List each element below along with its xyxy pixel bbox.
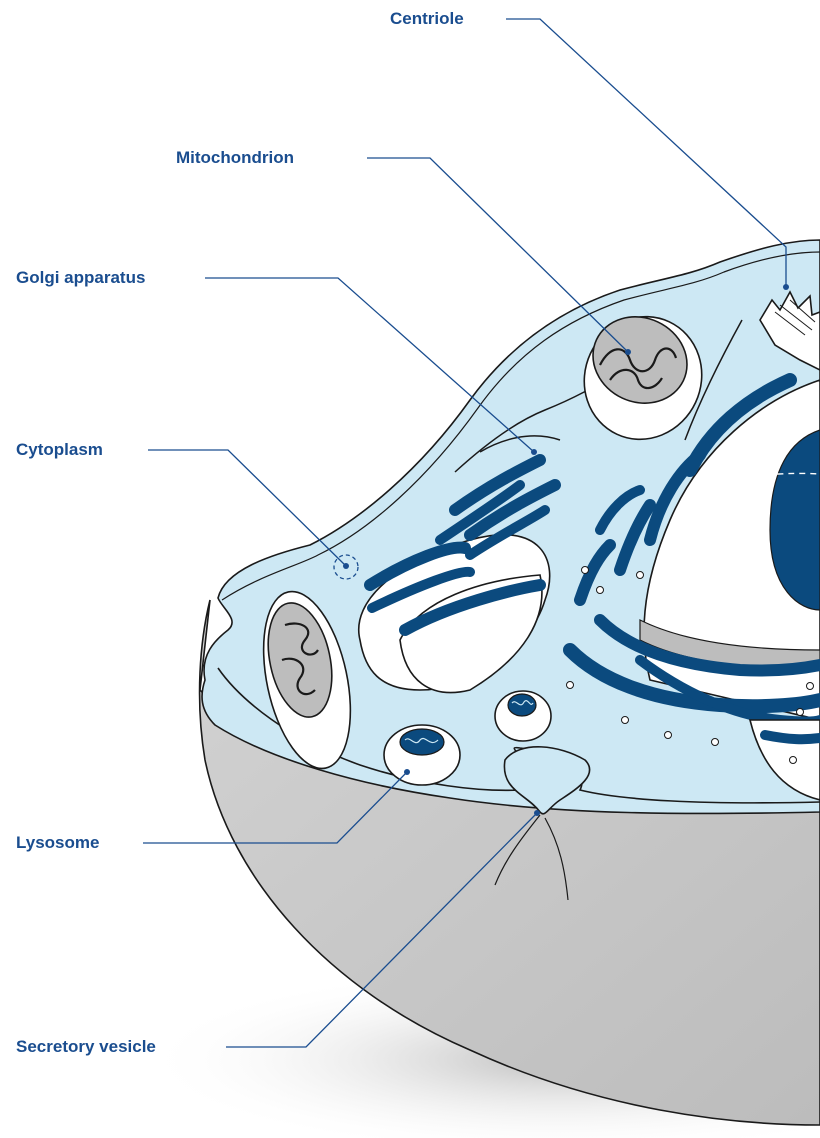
leader-centriole xyxy=(506,19,786,287)
dot-centriole xyxy=(783,284,789,290)
label-cytoplasm: Cytoplasm xyxy=(16,440,103,460)
label-secretory-vesicle: Secretory vesicle xyxy=(16,1037,156,1057)
dot-secretory-vesicle xyxy=(534,810,540,816)
dot-golgi xyxy=(531,449,537,455)
dot-lysosome xyxy=(404,769,410,775)
label-mitochondrion: Mitochondrion xyxy=(176,148,294,168)
label-golgi-apparatus: Golgi apparatus xyxy=(16,268,145,288)
lysosome-small xyxy=(495,691,551,741)
label-lysosome: Lysosome xyxy=(16,833,99,853)
lysosome-large xyxy=(384,725,460,785)
dot-mitochondrion xyxy=(625,349,631,355)
dot-cytoplasm xyxy=(343,563,349,569)
label-centriole: Centriole xyxy=(390,9,464,29)
